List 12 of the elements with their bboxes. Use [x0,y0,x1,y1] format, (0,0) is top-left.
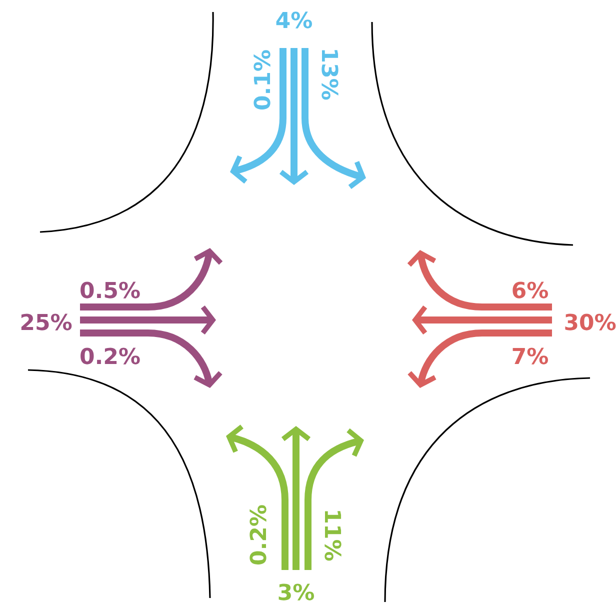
percentage-label: 30% [565,314,616,330]
percentage-label: 13% [322,50,338,100]
percentage-label: 7% [512,348,548,364]
percentage-label: 11% [324,511,342,561]
percentage-label: 4% [276,12,312,28]
percentage-label: 0.2% [80,348,140,364]
percentage-label: 6% [512,282,548,298]
percentage-label: 0.1% [254,50,270,110]
percentage-label: 0.5% [80,282,140,298]
percentage-label: 0.2% [250,505,266,564]
percentage-label: 3% [278,584,314,600]
percentage-label: 25% [21,314,72,330]
